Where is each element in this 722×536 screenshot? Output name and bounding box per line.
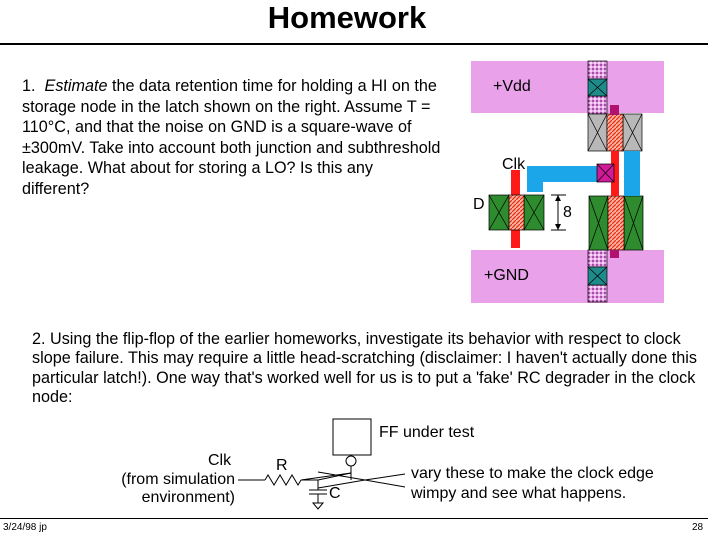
vdd-rail bbox=[471, 61, 664, 113]
d-label: D bbox=[473, 196, 485, 213]
ff-under-test-label: FF under test bbox=[379, 424, 475, 441]
resistor-icon bbox=[264, 474, 302, 486]
rc-schematic bbox=[238, 418, 406, 510]
resistor-label: R bbox=[276, 457, 288, 474]
vdd-label: +Vdd bbox=[493, 78, 531, 95]
capacitor-label: C bbox=[329, 485, 341, 502]
metal-wire bbox=[527, 166, 605, 182]
footer-divider bbox=[0, 518, 708, 519]
title-divider bbox=[0, 43, 708, 45]
gnd-rail bbox=[471, 250, 664, 303]
clk-label: Clk bbox=[502, 156, 526, 173]
gnd-label: +GND bbox=[484, 267, 529, 284]
pointer-arrow-icon bbox=[364, 473, 406, 488]
ground-icon bbox=[311, 502, 325, 510]
note-line-2: wimpy and see what happens. bbox=[411, 485, 627, 502]
page-number: 28 bbox=[692, 522, 704, 533]
ff-under-test-box bbox=[332, 418, 372, 456]
problem-1-body: the data retention time for holding a HI… bbox=[22, 77, 441, 198]
problem-1-text: 1. Estimate the data retention time for … bbox=[22, 76, 442, 199]
problem-1-emphasis: Estimate bbox=[44, 77, 108, 95]
width-label: 8 bbox=[563, 204, 572, 221]
page-title: Homework bbox=[267, 0, 427, 35]
footer-date: 3/24/98 jp bbox=[3, 522, 47, 533]
problem-1-number: 1. bbox=[22, 77, 36, 95]
note-line-1: vary these to make the clock edge bbox=[411, 465, 654, 482]
clk-input-label: Clk bbox=[208, 452, 232, 469]
clk-source-label-1: (from simulation bbox=[121, 471, 235, 488]
clk-source-label-2: environment) bbox=[141, 489, 235, 506]
problem-2-text: 2. Using the flip-flop of the earlier ho… bbox=[32, 330, 697, 406]
